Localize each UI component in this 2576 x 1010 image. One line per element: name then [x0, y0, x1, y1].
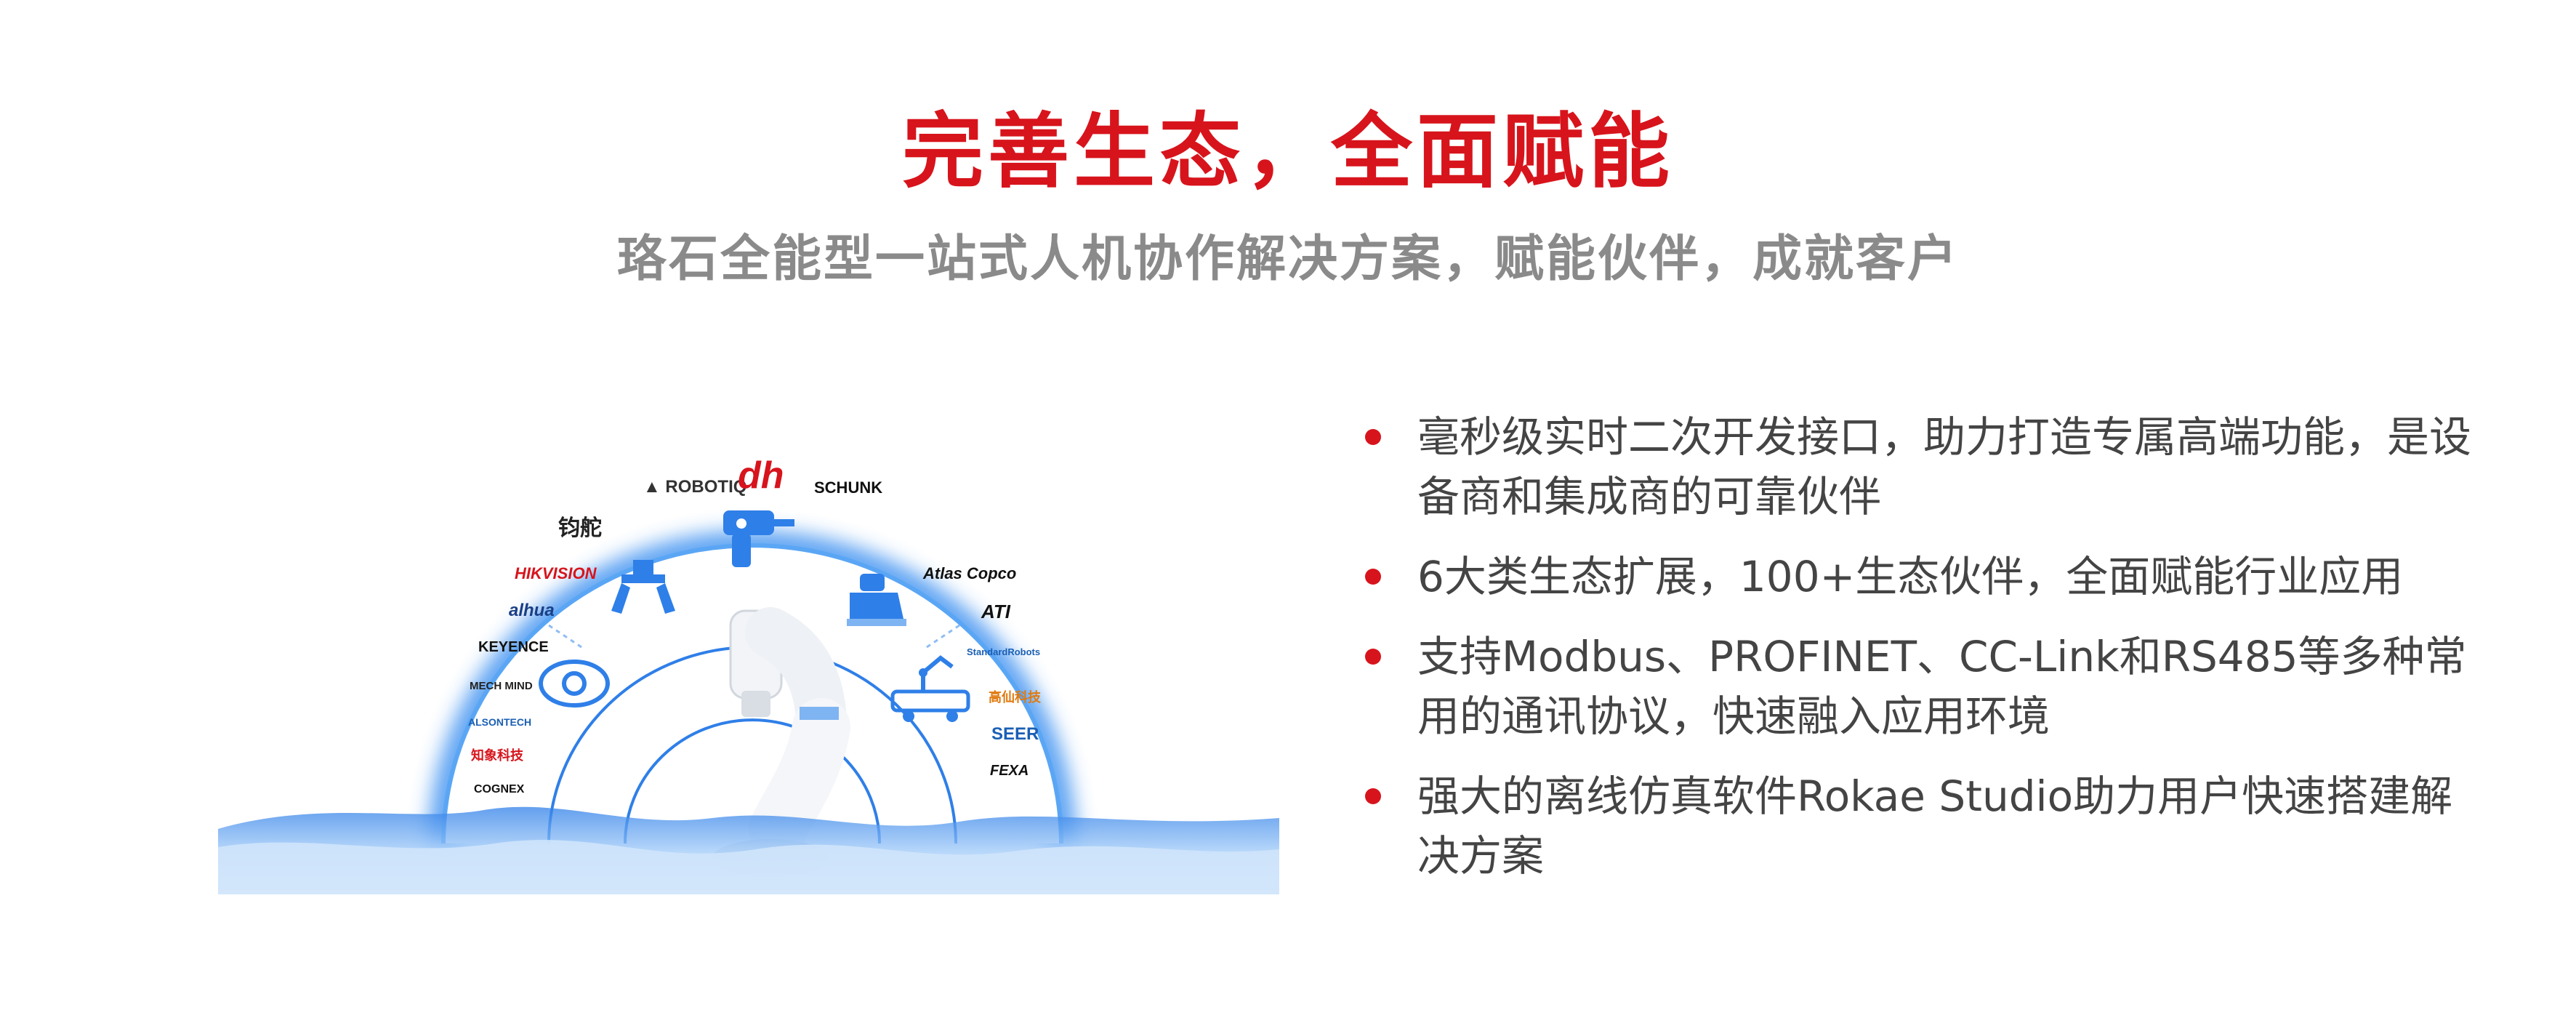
ecosystem-visual: ▲ ROBOTIQ dh SCHUNK 钧舵 HIKVISION alhua K… [218, 393, 1279, 894]
vision-eye-icon [539, 660, 610, 708]
feature-text: 强大的离线仿真软件Rokae Studio助力用户快速搭建解决方案 [1417, 771, 2453, 881]
feature-text: 6大类生态扩展，100+生态伙伴，全面赋能行业应用 [1417, 552, 2404, 601]
alsontech-logo: ALSONTECH [468, 716, 532, 728]
feature-list: 毫秒级实时二次开发接口，助力打造专属高端功能，是设备商和集成商的可靠伙伴 6大类… [1359, 407, 2493, 906]
seer-logo: SEER [991, 724, 1039, 744]
gripper-icon [611, 560, 675, 614]
ecosystem-dome-graphic [218, 510, 1279, 894]
zhiyuan-logo: 知象科技 [471, 748, 523, 763]
drill-icon [723, 510, 794, 567]
sander-icon [847, 574, 906, 626]
feature-item: 支持Modbus、PROFINET、CC-Link和RS485等多种常用的通讯协… [1359, 627, 2493, 746]
bullet-dot [1365, 569, 1381, 585]
keyence-logo: KEYENCE [478, 639, 549, 655]
feature-item: 强大的离线仿真软件Rokae Studio助力用户快速搭建解决方案 [1359, 766, 2493, 886]
standard-robots-logo: StandardRobots [967, 646, 1041, 657]
dome-edge [441, 543, 1063, 844]
bullet-dot [1365, 788, 1381, 804]
schunk-logo: SCHUNK [814, 478, 883, 497]
page-subtitle: 珞石全能型一站式人机协作解决方案，赋能伙伴，成就客户 [616, 231, 1959, 288]
page-title: 完善生态，全面赋能 [902, 105, 1674, 199]
cognex-logo: COGNEX [474, 783, 525, 795]
bullet-dot [1365, 649, 1381, 665]
dh-logo: dh [738, 454, 784, 497]
wave-front [218, 840, 1279, 894]
feature-item: 6大类生态扩展，100+生态伙伴，全面赋能行业应用 [1359, 547, 2493, 606]
mobile-robot-icon [890, 655, 970, 722]
jn-logo: 钧舵 [558, 516, 602, 540]
ati-logo: ATI [981, 601, 1010, 622]
bullet-dot [1365, 429, 1381, 445]
hikvision-logo: HIKVISION [515, 564, 597, 582]
dahua-logo: alhua [509, 601, 555, 620]
gaoke-logo: 高仙科技 [989, 690, 1041, 705]
feature-text: 支持Modbus、PROFINET、CC-Link和RS485等多种常用的通讯协… [1417, 632, 2467, 741]
inner-arc-inner [624, 718, 881, 844]
feature-item: 毫秒级实时二次开发接口，助力打造专属高端功能，是设备商和集成商的可靠伙伴 [1359, 407, 2493, 526]
mechmind-logo: MECH MIND [470, 680, 533, 692]
robotiq-logo: ▲ ROBOTIQ [643, 477, 747, 497]
atlas-copco-logo: Atlas Copco [923, 564, 1017, 582]
feature-text: 毫秒级实时二次开发接口，助力打造专属高端功能，是设备商和集成商的可靠伙伴 [1417, 412, 2472, 521]
fexa-logo: FEXA [990, 763, 1029, 779]
